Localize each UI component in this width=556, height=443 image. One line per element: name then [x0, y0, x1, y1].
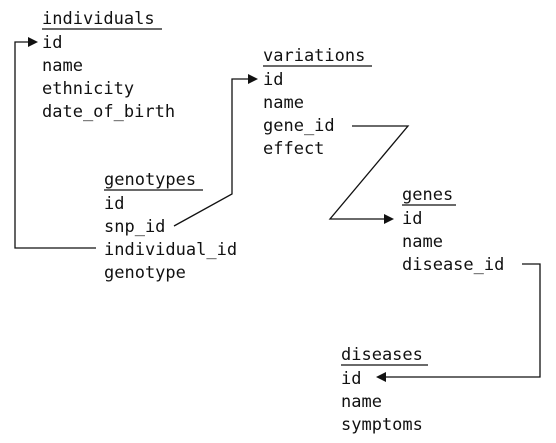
field-genotypes-id: id [104, 194, 124, 214]
arrowhead-icon [376, 372, 386, 382]
arrowhead-icon [248, 74, 258, 84]
arrowhead-icon [384, 214, 394, 224]
table-genotypes: genotypes id snp_id individual_id genoty… [104, 170, 237, 283]
table-individuals: individuals id name ethnicity date_of_bi… [42, 9, 175, 122]
relation-line [14, 41, 96, 249]
relation-line [173, 78, 250, 227]
table-diseases: diseases id name symptoms [341, 345, 428, 435]
field-variations-id: id [263, 70, 283, 90]
arrowhead-icon [28, 37, 38, 47]
field-variations-effect: effect [263, 139, 324, 159]
table-genes: genes id name disease_id [402, 185, 504, 275]
field-diseases-symptoms: symptoms [341, 415, 423, 435]
field-genes-disease-id: disease_id [402, 255, 504, 275]
table-title-genes: genes [402, 185, 453, 205]
relation-genotypes-individuals [14, 37, 96, 249]
field-variations-name: name [263, 93, 304, 113]
table-title-genotypes: genotypes [104, 170, 196, 190]
field-genes-name: name [402, 232, 443, 252]
relation-variations-genes [328, 125, 410, 224]
field-individuals-id: id [42, 33, 62, 53]
table-variations: variations id name gene_id effect [263, 46, 372, 159]
field-diseases-name: name [341, 392, 382, 412]
relation-genes-diseases [376, 263, 541, 382]
field-genes-id: id [402, 209, 422, 229]
field-diseases-id: id [341, 369, 361, 389]
table-title-diseases: diseases [341, 345, 423, 365]
field-genotypes-individual-id: individual_id [104, 240, 237, 260]
relation-genotypes-variations [173, 74, 258, 227]
field-genotypes-genotype: genotype [104, 263, 186, 283]
field-individuals-name: name [42, 56, 83, 76]
field-individuals-date-of-birth: date_of_birth [42, 102, 175, 122]
relation-line [384, 263, 541, 378]
relation-line [328, 125, 410, 220]
table-title-individuals: individuals [42, 9, 155, 29]
table-title-variations: variations [263, 46, 365, 66]
field-individuals-ethnicity: ethnicity [42, 79, 134, 99]
field-genotypes-snp-id: snp_id [104, 217, 165, 237]
field-variations-gene-id: gene_id [263, 116, 335, 136]
